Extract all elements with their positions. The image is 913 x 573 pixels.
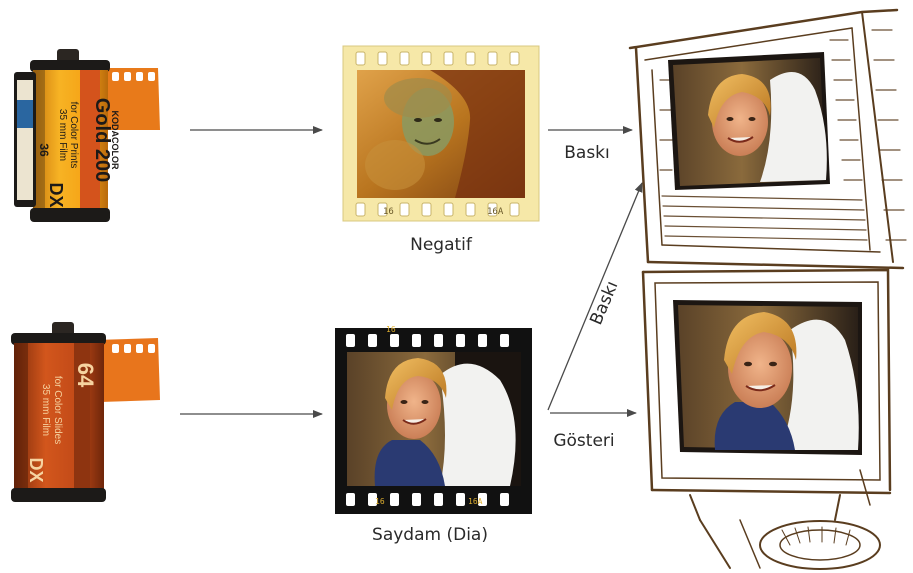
print-photo (668, 52, 830, 190)
canister-exposures-text: 36 (37, 143, 51, 157)
slide-edge-number-top: 16 (386, 325, 396, 334)
slide-edge-number-right: 16A (468, 497, 483, 506)
canister-dx-text: DX (46, 182, 66, 207)
canister-product-text: Gold 200 (91, 98, 113, 182)
film-canister-64-slide: 64 35 mm Film for Color Slides DX (11, 322, 160, 502)
projected-photo (673, 300, 862, 455)
canister-product-text: 64 (73, 363, 98, 388)
slide-caption: Saydam (Dia) (372, 525, 488, 545)
slide-edge-number-left: 16 (375, 497, 385, 506)
slide-frame: 16 16 16A (335, 325, 532, 514)
canister-line2-text: for Color Slides (52, 376, 63, 444)
negative-edge-number-left: 16 (383, 207, 394, 217)
film-canister-gold-200: Gold 200 35 mm Film for Color Prints KOD… (14, 49, 160, 222)
negative-frame: 16 16A (343, 46, 539, 221)
canister-dx-text: DX (26, 457, 46, 482)
canister-line2-text: for Color Prints (68, 102, 79, 169)
canister-line1-text: 35 mm Film (57, 109, 68, 161)
negative-edge-number-right: 16A (487, 207, 504, 217)
canister-brand-text: KODACOLOR (110, 111, 120, 170)
negative-caption: Negatif (410, 235, 473, 255)
canister-line1-text: 35 mm Film (40, 384, 51, 436)
show-label: Gösteri (553, 431, 614, 451)
arrow-slide-to-print (548, 183, 642, 410)
print-label: Baskı (564, 143, 610, 163)
